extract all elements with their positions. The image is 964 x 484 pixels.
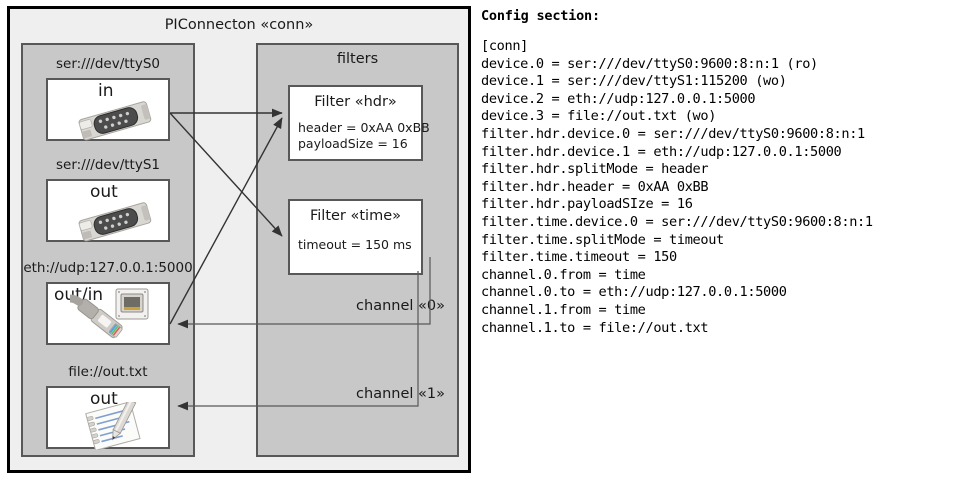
node-box-ser-ttys0[interactable]: in	[46, 78, 170, 141]
serial-connector-icon	[78, 202, 152, 242]
filters-panel: filters Filter «hdr» header = 0xAA 0xBB …	[256, 43, 459, 457]
config-section-heading: Config section:	[481, 8, 600, 24]
piconnector-diagram-frame: PIConnecton «conn» ser:///dev/ttyS0 in	[7, 6, 471, 473]
node-io-ser-ttys0: in	[98, 81, 114, 101]
node-box-file-out[interactable]: out	[46, 386, 170, 450]
filter-box-hdr[interactable]: Filter «hdr» header = 0xAA 0xBB payloadS…	[288, 85, 430, 161]
config-section-text: [conn] device.0 = ser:///dev/ttyS0:9600:…	[481, 38, 873, 336]
node-box-ser-ttys1[interactable]: out	[46, 179, 170, 242]
serial-connector-icon	[78, 101, 152, 141]
devices-panel: ser:///dev/ttyS0 in	[21, 43, 195, 457]
rj45-jack-icon	[70, 288, 149, 339]
node-label-ser-ttys1: ser:///dev/ttyS1	[56, 157, 160, 173]
node-box-eth-udp[interactable]: out/in	[46, 282, 170, 345]
node-io-file-out: out	[90, 389, 118, 409]
filters-panel-title: filters	[336, 51, 379, 67]
filter-hdr-title: Filter «hdr»	[314, 94, 397, 110]
channel-label-0: channel «0»	[356, 298, 445, 314]
node-io-eth-udp: out/in	[54, 285, 104, 305]
node-io-ser-ttys1: out	[90, 182, 118, 202]
channel-label-1: channel «1»	[356, 386, 445, 402]
filter-box-time[interactable]: Filter «time» timeout = 150 ms	[288, 199, 423, 275]
filter-time-prop-timeout: timeout = 150 ms	[298, 237, 412, 252]
node-label-file-out: file://out.txt	[68, 364, 148, 380]
node-label-eth-udp: eth://udp:127.0.0.1:5000	[23, 260, 193, 276]
filter-hdr-prop-payloadsize: payloadSize = 16	[298, 136, 408, 151]
filter-time-title: Filter «time»	[309, 208, 402, 224]
config-section: Config section: [conn] device.0 = ser://…	[481, 8, 959, 368]
filter-hdr-prop-header: header = 0xAA 0xBB	[298, 120, 430, 135]
notepad-pencil-icon	[85, 402, 141, 450]
node-label-ser-ttys0: ser:///dev/ttyS0	[56, 56, 160, 72]
diagram-title: PIConnecton «conn»	[164, 17, 314, 33]
